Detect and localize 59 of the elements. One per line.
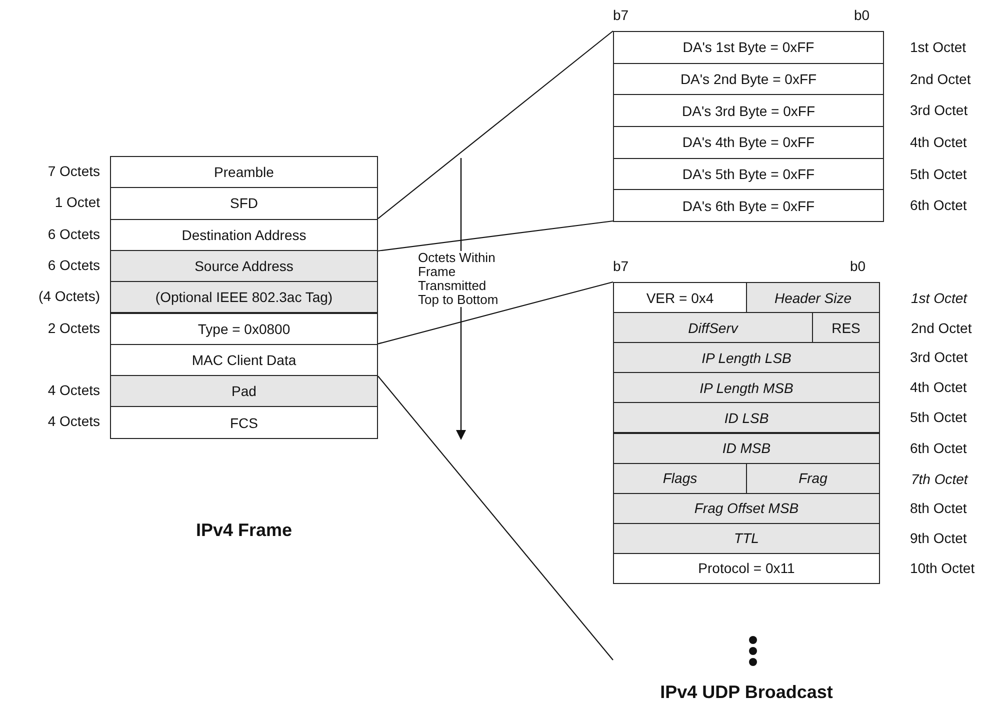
field-cell: Type = 0x0800 bbox=[110, 312, 378, 345]
octet-label: 1st Octet bbox=[910, 38, 966, 55]
octet-label: 4 Octets bbox=[46, 382, 100, 398]
field-cell: DiffServ bbox=[613, 312, 813, 344]
octet-label: 4th Octet bbox=[910, 379, 967, 396]
octet-label: 5th Octet bbox=[910, 166, 967, 182]
octet-label: 7 Octets bbox=[46, 163, 100, 179]
field-cell: Pad bbox=[110, 375, 378, 408]
field-cell: Preamble bbox=[110, 156, 378, 188]
table-caption: IPv4 Frame bbox=[194, 520, 294, 541]
bit-label: b0 bbox=[850, 258, 866, 274]
octet-label: 10th Octet bbox=[910, 560, 975, 576]
field-cell: IP Length LSB bbox=[613, 342, 880, 374]
field-cell: FCS bbox=[110, 406, 378, 439]
field-cell: Destination Address bbox=[110, 218, 378, 251]
bit-label: b0 bbox=[854, 7, 870, 23]
octet-label: 6th Octet bbox=[910, 440, 967, 456]
field-cell: IP Length MSB bbox=[613, 372, 880, 404]
octet-label: 2nd Octet bbox=[910, 70, 971, 86]
field-cell: DA's 2nd Byte = 0xFF bbox=[613, 62, 884, 96]
field-cell: Flags bbox=[613, 462, 747, 494]
field-cell: DA's 5th Byte = 0xFF bbox=[613, 158, 884, 190]
table-caption: IPv4 UDP Broadcast bbox=[659, 682, 834, 703]
zoom-line bbox=[378, 281, 614, 344]
octet-label: 8th Octet bbox=[910, 500, 967, 516]
field-cell: ID LSB bbox=[613, 402, 880, 434]
field-cell: DA's 1st Byte = 0xFF bbox=[613, 31, 884, 64]
octet-label: 2 Octets bbox=[46, 320, 100, 336]
octet-label: 4 Octets bbox=[46, 413, 100, 430]
field-cell: VER = 0x4 bbox=[613, 282, 747, 314]
octet-label: 6 Octets bbox=[46, 226, 100, 242]
field-cell: (Optional IEEE 802.3ac Tag) bbox=[110, 281, 378, 314]
zoom-line bbox=[378, 220, 614, 252]
octet-label: 1st Octet bbox=[911, 290, 968, 306]
field-cell: SFD bbox=[110, 187, 378, 220]
field-cell: Protocol = 0x11 bbox=[613, 552, 880, 584]
octet-label: (4 Octets) bbox=[38, 288, 100, 304]
octet-label: 6th Octet bbox=[910, 197, 967, 214]
bit-label: b7 bbox=[613, 7, 629, 23]
octet-label: 4th Octet bbox=[910, 134, 967, 150]
octet-label: 3rd Octet bbox=[910, 102, 968, 118]
octet-label: 1 Octet bbox=[54, 194, 100, 210]
field-cell: ID MSB bbox=[613, 432, 880, 464]
octet-label: 9th Octet bbox=[910, 530, 967, 546]
bit-label: b7 bbox=[613, 258, 629, 274]
octet-label: 2nd Octet bbox=[911, 320, 972, 336]
field-cell: MAC Client Data bbox=[110, 344, 378, 376]
field-cell: DA's 6th Byte = 0xFF bbox=[613, 189, 884, 222]
field-cell: Frag Offset MSB bbox=[613, 492, 880, 524]
octet-label: 3rd Octet bbox=[910, 349, 968, 366]
field-cell: Source Address bbox=[110, 250, 378, 282]
field-cell: DA's 3rd Byte = 0xFF bbox=[613, 94, 884, 127]
octet-label: 7th Octet bbox=[911, 470, 968, 487]
octet-label: 6 Octets bbox=[46, 256, 100, 273]
zoom-line bbox=[378, 376, 614, 660]
zoom-line bbox=[378, 30, 614, 220]
field-cell: TTL bbox=[613, 522, 880, 554]
field-cell: DA's 4th Byte = 0xFF bbox=[613, 126, 884, 159]
octet-label: 5th Octet bbox=[910, 409, 967, 426]
